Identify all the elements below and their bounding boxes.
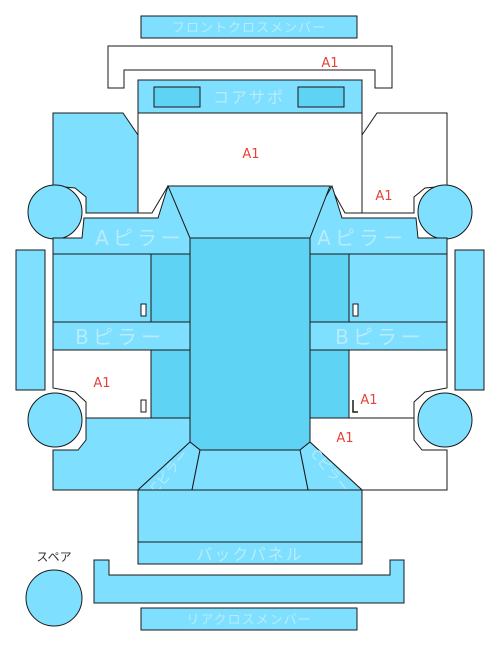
right-side-sill[interactable] — [454, 249, 485, 391]
a-pillar-left-label: Aピラー — [95, 226, 185, 250]
right-front-door[interactable] — [348, 253, 448, 323]
back-panel-label: バックパネル — [196, 545, 303, 564]
spare-label: スペア — [36, 550, 71, 564]
front-cross-member-frame[interactable] — [107, 45, 393, 89]
left-front-door-inner — [150, 253, 191, 323]
left-front-door-handle — [140, 303, 147, 317]
rear-cross-member-label: リアクロスメンバー — [186, 613, 311, 628]
b-pillar-right-label: Bピラー — [335, 325, 425, 349]
a-pillar-right-label: Aピラー — [317, 226, 407, 250]
core-support-label: コアサポ — [213, 88, 285, 107]
mark-right-front-fender: A1 — [375, 189, 392, 204]
mark-hood-area: A1 — [242, 147, 259, 162]
right-rear-door-handle — [352, 400, 358, 413]
left-side-sill[interactable] — [15, 249, 46, 391]
rear-cross-member[interactable] — [140, 607, 358, 631]
front-cross-member-label: フロントクロスメンバー — [172, 21, 326, 36]
spare-tire[interactable] — [25, 569, 83, 627]
rear-cross-member-frame[interactable] — [93, 559, 405, 604]
headlight-right — [297, 86, 345, 108]
front-cross-member[interactable] — [140, 15, 358, 39]
rear-left-wheel[interactable] — [27, 392, 83, 448]
right-front-fender[interactable] — [361, 112, 448, 214]
b-pillar-right[interactable] — [309, 321, 448, 351]
right-front-door-handle — [352, 303, 359, 317]
roof-panel[interactable] — [189, 237, 311, 451]
mark-right-quarter: A1 — [336, 431, 353, 446]
left-front-door[interactable] — [52, 253, 152, 323]
left-rear-door-handle — [140, 399, 147, 413]
b-pillar-left[interactable] — [52, 321, 191, 351]
front-right-wheel[interactable] — [417, 184, 473, 240]
front-left-wheel[interactable] — [27, 184, 83, 240]
left-rear-quarter[interactable] — [52, 417, 191, 491]
rear-right-wheel[interactable] — [417, 392, 473, 448]
mark-right-rear-door: A1 — [360, 393, 377, 408]
back-panel[interactable] — [137, 541, 363, 565]
rear-window[interactable] — [191, 449, 309, 491]
b-pillar-left-label: Bピラー — [75, 325, 165, 349]
mark-front-cross-member: A1 — [321, 56, 338, 71]
right-front-door-inner — [309, 253, 350, 323]
trunk-lid[interactable] — [137, 489, 363, 543]
headlight-left — [153, 86, 201, 108]
mark-left-rear-door: A1 — [93, 376, 110, 391]
